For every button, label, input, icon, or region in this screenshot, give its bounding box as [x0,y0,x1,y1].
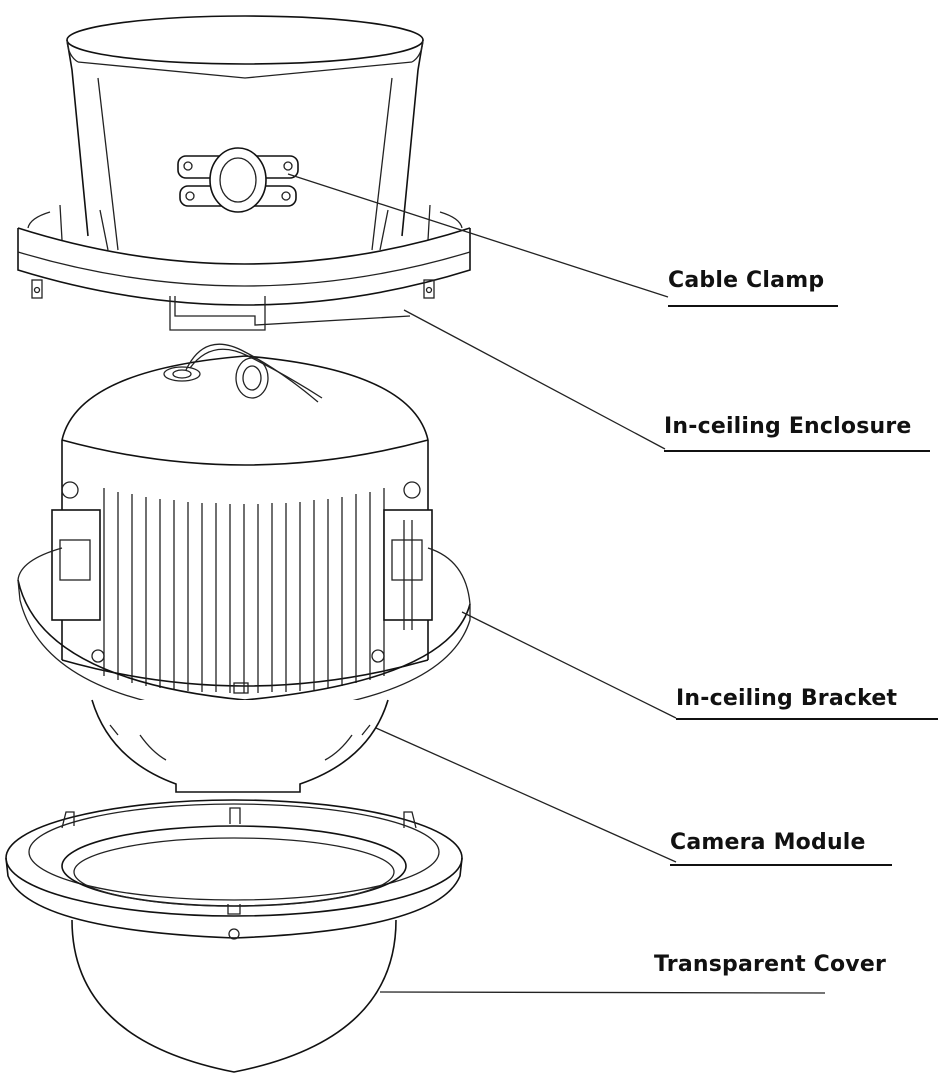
leader-cable-clamp [287,173,669,298]
label-in-ceiling-bracket: In-ceiling Bracket [676,686,898,711]
label-in-ceiling-enclosure: In-ceiling Enclosure [664,414,912,439]
camera-module-drawing [91,682,389,793]
leader-camera-module [375,727,677,863]
leader-transparent-cover [379,991,826,994]
in-ceiling-enclosure-drawing [17,15,471,331]
underline-cable-clamp [668,305,838,307]
underline-in-ceiling-enclosure [664,450,930,452]
cable-clamp-drawing [177,147,299,213]
transparent-cover-drawing [5,799,463,1073]
label-camera-module: Camera Module [670,830,866,855]
leader-in-ceiling-bracket [461,611,677,719]
underline-camera-module [670,864,892,866]
label-transparent-cover: Transparent Cover [654,952,887,977]
underline-in-ceiling-bracket [676,718,938,720]
label-cable-clamp: Cable Clamp [668,268,825,293]
leader-in-ceiling-enclosure [403,309,666,450]
in-ceiling-bracket-drawing [17,343,471,717]
leader-lines [287,173,826,994]
